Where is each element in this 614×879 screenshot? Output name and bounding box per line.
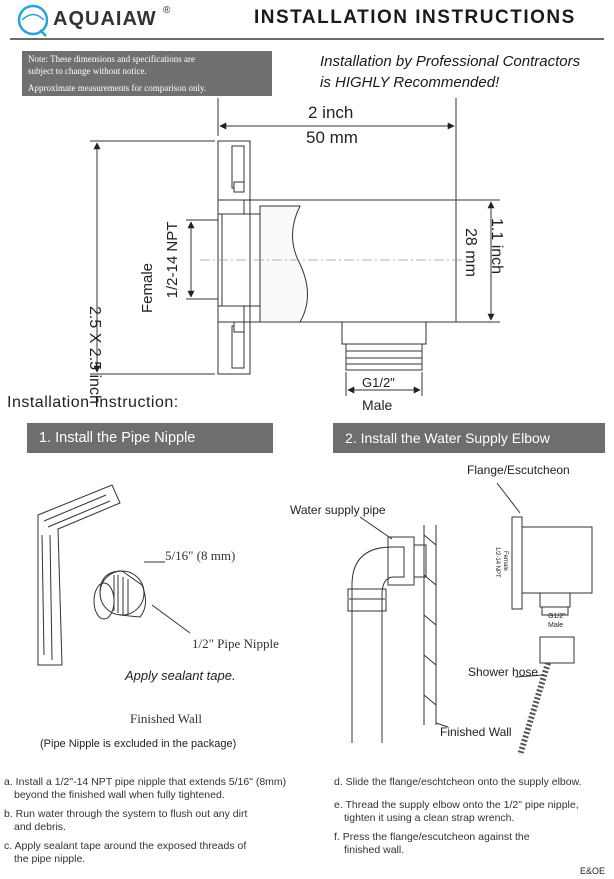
thread-label: G1/2" (362, 375, 395, 390)
pipe-nipple-label: 1/2" Pipe Nipple (192, 636, 279, 651)
step-1-header: 1. Install the Pipe Nipple (27, 423, 273, 453)
excluded-note: (Pipe Nipple is excluded in the package) (40, 738, 237, 750)
mini-npt-label: 1/2-14 NPT (494, 547, 500, 578)
professional-recommendation: Installation by Professional Contractors… (320, 51, 580, 93)
installation-title: Installation Instruction: (7, 394, 179, 411)
instruction-e: e. Thread the supply elbow onto the 1/2"… (334, 799, 579, 824)
dimension-drawing: 2 inch 50 mm 2.5 X 2.5 inch Female 1/2-1… (86, 98, 505, 413)
footer-eoe: E&OE (580, 866, 606, 876)
instruction-f: f. Press the flange/escutcheon against t… (334, 831, 530, 856)
instruction-a: a. Install a 1/2"-14 NPT pipe nipple tha… (4, 776, 287, 801)
female-npt-label: 1/2-14 NPT (164, 222, 181, 299)
extension-label: 5/16" (8 mm) (165, 548, 236, 563)
width-mm-label: 50 mm (306, 128, 358, 147)
height-label: 2.5 X 2.5 inch (86, 306, 103, 404)
instruction-c: c. Apply sealant tape around the exposed… (4, 840, 247, 865)
recommendation-line-1: Installation by Professional Contractors (320, 53, 581, 70)
width-inch-label: 2 inch (308, 103, 353, 122)
note-line-3: Approximate measurements for comparison … (28, 83, 207, 93)
shower-hose-label: Shower hose (468, 665, 539, 679)
female-label: Female (139, 263, 156, 313)
instructions-right: d. Slide the flange/eschtcheon onto the … (334, 776, 614, 857)
registered-mark: ® (163, 5, 171, 16)
note-line-2: subject to change without notice. (28, 65, 147, 76)
brand-logo-icon (17, 4, 49, 37)
step2-finished-wall-label: Finished Wall (440, 725, 512, 739)
step-2-header: 2. Install the Water Supply Elbow (333, 423, 605, 453)
supply-pipe-label: Water supply pipe (290, 503, 386, 517)
outlet-inch-label: 1.1 inch (488, 218, 505, 274)
step1-finished-wall-label: Finished Wall (130, 711, 203, 726)
instruction-b: b. Run water through the system to flush… (4, 808, 248, 833)
instruction-d: d. Slide the flange/eschtcheon onto the … (334, 776, 582, 788)
mini-male-label: Male (548, 622, 563, 629)
instructions-left: a. Install a 1/2"-14 NPT pipe nipple tha… (4, 776, 324, 866)
header-divider (10, 38, 604, 40)
thread-type-label: Male (362, 397, 393, 413)
mini-g-label: G1/2" (548, 613, 566, 620)
disclaimer-note: Note: These dimensions and specification… (22, 51, 272, 96)
note-line-1: Note: These dimensions and specification… (28, 54, 196, 64)
recommendation-line-2: is HIGHLY Recommended! (320, 74, 500, 91)
brand-name: AQUAIAW (53, 8, 157, 30)
installation-illustration: 1/2-14 NPT Female G1/2" Male (37, 482, 593, 756)
page-title: INSTALLATION INSTRUCTIONS (254, 7, 576, 28)
flange-label: Flange/Escutcheon (467, 463, 570, 477)
mini-female-label: Female (502, 551, 508, 572)
outlet-mm-label: 28 mm (462, 228, 479, 277)
sealant-label: Apply sealant tape. (125, 668, 236, 683)
